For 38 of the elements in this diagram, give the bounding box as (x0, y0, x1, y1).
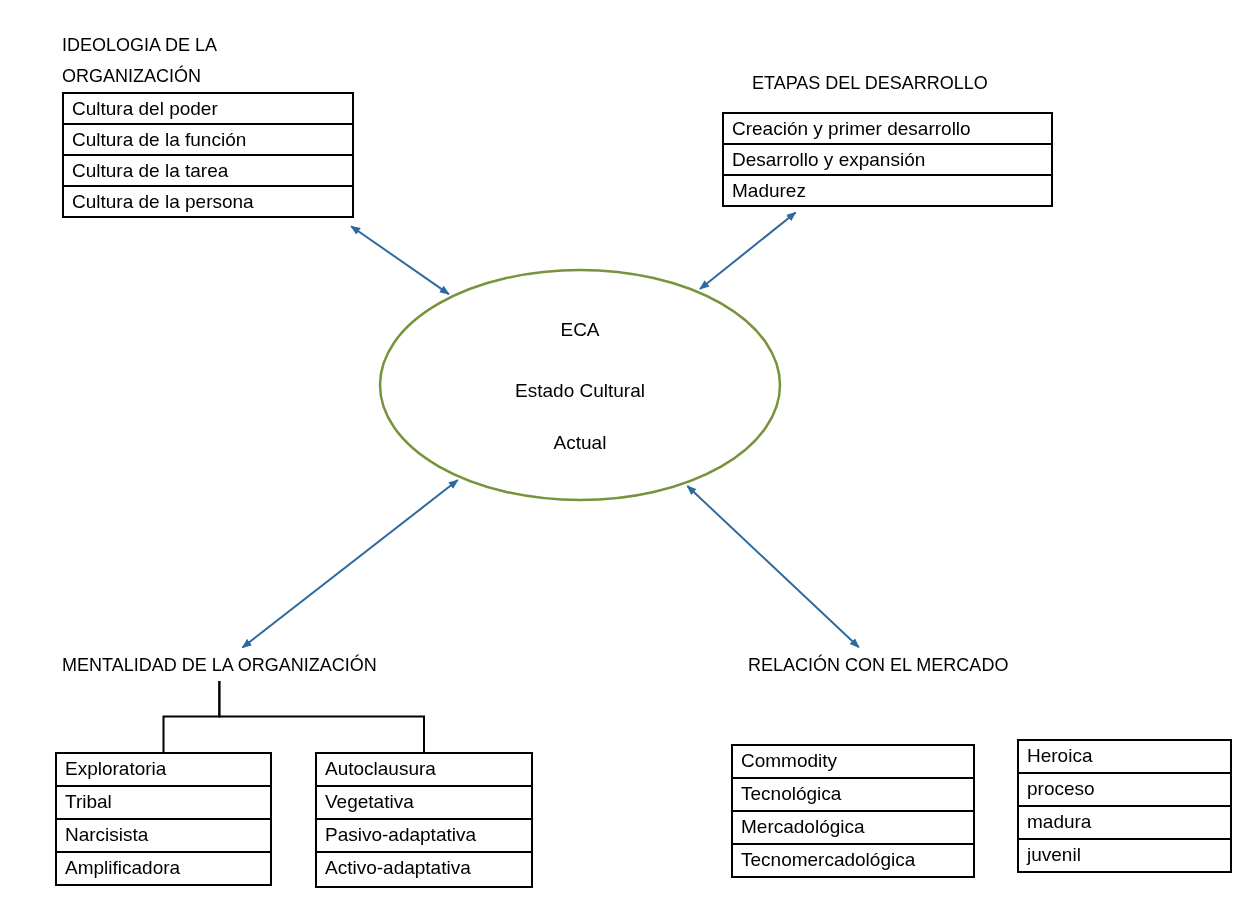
list-item: Tecnológica (733, 779, 973, 812)
list-item: Creación y primer desarrollo (722, 112, 1053, 145)
list-item: Desarrollo y expansión (722, 143, 1053, 176)
list-item: proceso (1019, 774, 1230, 807)
list-item: Vegetativa (317, 787, 531, 820)
list-item: Cultura de la persona (62, 185, 354, 218)
list-item: Narcisista (57, 820, 270, 853)
list-item: Exploratoria (57, 754, 270, 787)
double-arrow (241, 479, 459, 649)
list-box (55, 752, 272, 886)
list-item: Activo-adaptativa (317, 853, 531, 886)
list-item: Pasivo-adaptativa (317, 820, 531, 853)
node-heading: ECA (559, 319, 601, 342)
group-heading: IDEOLOGIA DE LA ORGANIZACIÓN (62, 34, 218, 88)
list-item: madura (1019, 807, 1230, 840)
group-heading: RELACIÓN CON EL MERCADO (748, 650, 1009, 681)
node-text: Estado Cultural Actual (515, 379, 645, 455)
list-item: Tecnomercadológica (733, 845, 973, 878)
double-arrow (699, 211, 797, 290)
list-box (731, 744, 975, 878)
list-item: Amplificadora (57, 853, 270, 886)
connector-line (218, 680, 425, 753)
list-item: Autoclausura (317, 754, 531, 787)
double-arrow (686, 485, 860, 649)
list-item: Heroica (1019, 741, 1230, 774)
group-heading: MENTALIDAD DE LA ORGANIZACIÓN (62, 650, 377, 681)
list-item: Madurez (722, 174, 1053, 207)
list-box (1017, 739, 1232, 873)
list-item: Tribal (57, 787, 270, 820)
list-item: Mercadológica (733, 812, 973, 845)
group-heading: ETAPAS DEL DESARROLLO (752, 72, 988, 95)
list-item: Commodity (733, 746, 973, 779)
double-arrow (350, 225, 450, 296)
list-item: Cultura del poder (62, 92, 354, 125)
list-item: Cultura de la función (62, 123, 354, 156)
list-box (315, 752, 533, 888)
list-item: juvenil (1019, 840, 1230, 873)
list-item: Cultura de la tarea (62, 154, 354, 187)
